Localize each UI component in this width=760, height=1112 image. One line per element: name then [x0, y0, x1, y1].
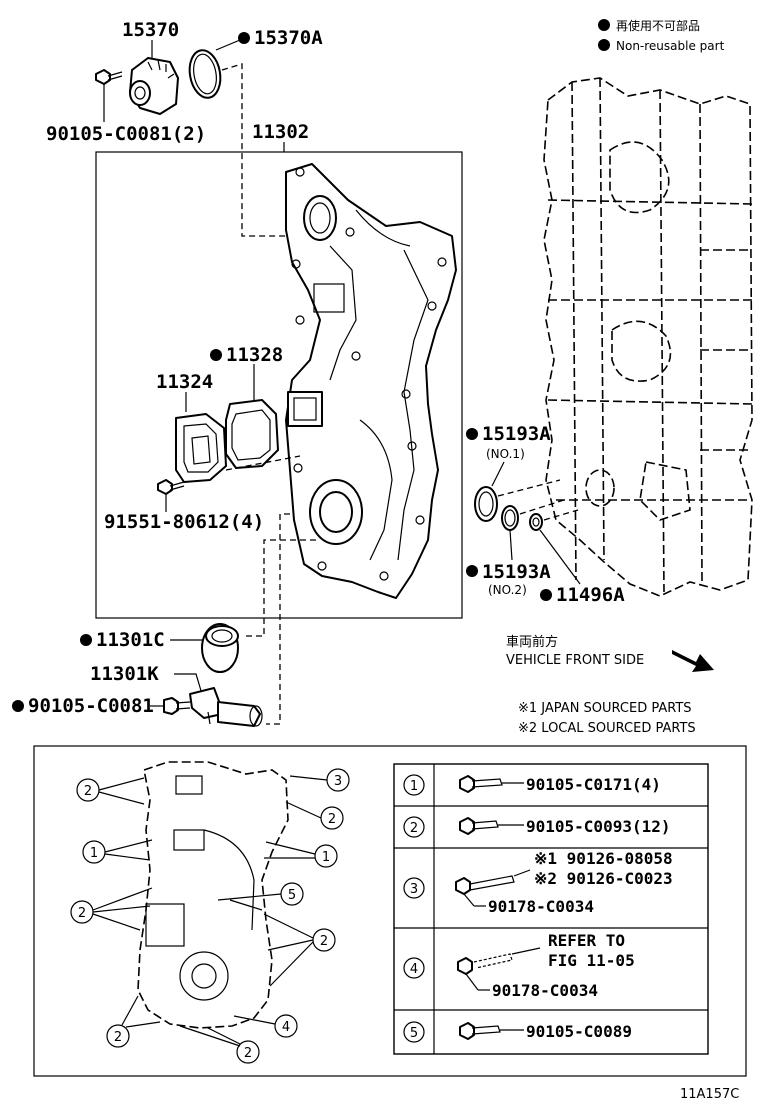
callout-number: 2: [84, 784, 92, 799]
callout-number: 4: [282, 1020, 290, 1035]
label-90105-C0081-2: 90105-C0081(2): [46, 123, 206, 145]
table-row1-part: 90105-C0171(4): [526, 775, 661, 794]
label-no1: (NO.1): [486, 447, 525, 461]
label-15193A-no2: 15193A: [482, 561, 551, 583]
bolt-icon-row2: [459, 817, 499, 835]
callout-circle: [274, 1014, 298, 1038]
water-pump-drawing: [129, 57, 179, 115]
front-jp: 車両前方: [506, 634, 558, 650]
label-90105-C0081: 90105-C0081: [28, 695, 154, 717]
bolt-90105-C0081-bottom: [163, 697, 191, 715]
nonreusable-11496A: [540, 589, 552, 601]
callout-number: 3: [334, 774, 342, 789]
inset-callouts: 2 1 2 2 2 3 2 1 5 2 4: [70, 768, 350, 1064]
gasket-11328: [225, 399, 279, 469]
callout-number: 1: [322, 850, 330, 865]
front-arrow-icon: [672, 650, 714, 672]
figure-id: 11A157C: [680, 1087, 739, 1102]
callout-number: 2: [244, 1046, 252, 1061]
legend-dot-1: [598, 19, 610, 31]
legend-en: Non-reusable part: [616, 39, 725, 53]
table-row4-part-a: REFER TO: [548, 931, 625, 950]
label-no2: (NO.2): [488, 583, 527, 597]
label-11302: 11302: [252, 121, 309, 143]
legend-dot-2: [598, 39, 610, 51]
seal-11496A: [529, 513, 543, 531]
note-japan-sourced: ※1 JAPAN SOURCED PARTS: [518, 701, 692, 716]
table-row3-part-b: ※2 90126-C0023: [534, 869, 673, 888]
label-15193A-no1: 15193A: [482, 423, 551, 445]
callout-circle: [106, 1024, 130, 1048]
label-15370A: 15370A: [254, 27, 323, 49]
label-11301C: 11301C: [96, 629, 165, 651]
table-row3-part-c: 90178-C0034: [488, 897, 594, 916]
nonreusable-15370A: [238, 32, 250, 44]
bolt-90105-C0081-top: [95, 69, 123, 85]
label-11324: 11324: [156, 371, 213, 393]
label-15370: 15370: [122, 19, 179, 41]
callout-circle: [236, 1040, 260, 1064]
note-local-sourced: ※2 LOCAL SOURCED PARTS: [518, 721, 696, 736]
sensor-11301K: [189, 687, 263, 727]
nonreusable-15193A-1: [466, 428, 478, 440]
bolt-icon-row5: [459, 1022, 501, 1040]
stud-icon-row4: [457, 953, 513, 975]
bolt-table: 1 90105-C0171(4) 2 90105-C0093(12) 3 ※1 …: [393, 763, 709, 1055]
plate-11324: [175, 413, 227, 483]
table-row4-part-c: 90178-C0034: [492, 981, 598, 1000]
label-91551-80612-4: 91551-80612(4): [104, 511, 264, 533]
table-row5-num: 5: [410, 1026, 418, 1041]
callout-number: 2: [114, 1030, 122, 1045]
front-en: VEHICLE FRONT SIDE: [506, 653, 644, 668]
table-row3-part-a: ※1 90126-08058: [534, 849, 673, 868]
callout-number: 5: [288, 888, 296, 903]
table-row4-num: 4: [410, 962, 418, 977]
label-11328: 11328: [226, 344, 283, 366]
bolt-location-inset: [33, 745, 747, 1077]
callout-number: 2: [78, 906, 86, 921]
timing-chain-cover-drawing: [285, 163, 457, 599]
stud-icon-row3: [455, 875, 515, 895]
callout-number: 1: [90, 846, 98, 861]
table-row5-part: 90105-C0089: [526, 1022, 632, 1041]
nonreusable-11301C: [80, 634, 92, 646]
engine-block-drawing: [543, 77, 753, 597]
assembly-frame: [95, 151, 463, 619]
table-row1-num: 1: [410, 779, 418, 794]
callout-circle: [314, 844, 338, 868]
o-ring-15370A: [188, 49, 222, 99]
legend-jp: 再使用不可部品: [616, 18, 700, 33]
nonreusable-15193A-2: [466, 565, 478, 577]
bolt-91551: [157, 479, 185, 495]
nonreusable-90105-C0081: [12, 700, 24, 712]
bolt-icon-row1: [459, 775, 503, 793]
table-row3-num: 3: [410, 882, 418, 897]
oil-seal-11301C: [201, 623, 239, 673]
table-row4-part-b: FIG 11-05: [548, 951, 635, 970]
inset-cover-outline: [137, 761, 289, 1029]
callout-number: 2: [320, 934, 328, 949]
callout-number: 2: [328, 812, 336, 827]
nonreusable-11328: [210, 349, 222, 361]
label-11301K: 11301K: [90, 663, 159, 685]
table-row2-part: 90105-C0093(12): [526, 817, 671, 836]
table-row2-num: 2: [410, 821, 418, 836]
label-11496A: 11496A: [556, 584, 625, 606]
